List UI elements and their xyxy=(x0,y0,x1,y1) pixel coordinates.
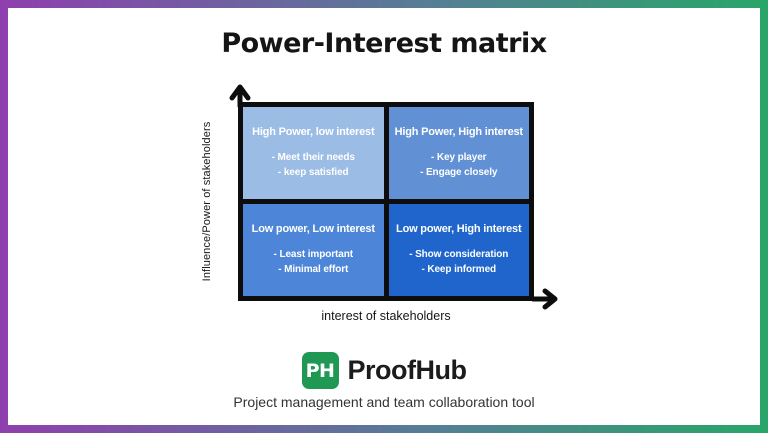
quadrant-heading: High Power, low interest xyxy=(252,126,375,138)
quadrant-high-power-low-interest: High Power, low interest - Meet their ne… xyxy=(243,107,384,199)
brand-tagline: Project management and team collaboratio… xyxy=(233,394,535,410)
quadrant-item: - Minimal effort xyxy=(278,263,349,275)
quadrant-high-power-high-interest: High Power, High interest - Key player -… xyxy=(388,107,529,199)
quadrant-low-power-high-interest: Low power, High interest - Show consider… xyxy=(388,204,529,296)
x-axis-label: interest of stakeholders xyxy=(321,309,451,323)
quadrant-item: - Keep informed xyxy=(421,263,497,275)
infographic-canvas: Power-Interest matrix Influence/Power of… xyxy=(8,8,760,425)
quadrant-item: - Engage closely xyxy=(420,166,498,178)
quadrant-item: - Least important xyxy=(273,249,354,260)
page-title: Power-Interest matrix xyxy=(221,28,547,59)
quadrant-heading: Low power, High interest xyxy=(396,223,522,235)
proofhub-logo-icon: PH xyxy=(301,352,339,389)
brand-name: ProofHub xyxy=(347,355,467,385)
quadrant-heading: High Power, High interest xyxy=(394,126,523,138)
power-interest-matrix: High Power, low interest - Meet their ne… xyxy=(238,102,534,301)
quadrant-item: - Show consideration xyxy=(409,249,509,260)
quadrant-item: - Meet their needs xyxy=(271,152,355,163)
quadrant-low-power-low-interest: Low power, Low interest - Least importan… xyxy=(243,204,384,296)
quadrant-item: - Key player xyxy=(430,152,487,163)
quadrant-item: - keep satisfied xyxy=(277,166,349,178)
quadrant-heading: Low power, Low interest xyxy=(251,223,375,235)
y-axis-label: Influence/Power of stakeholders xyxy=(200,121,213,282)
proofhub-logo: PH ProofHub xyxy=(8,352,760,389)
x-axis-arrow-icon xyxy=(530,288,558,310)
